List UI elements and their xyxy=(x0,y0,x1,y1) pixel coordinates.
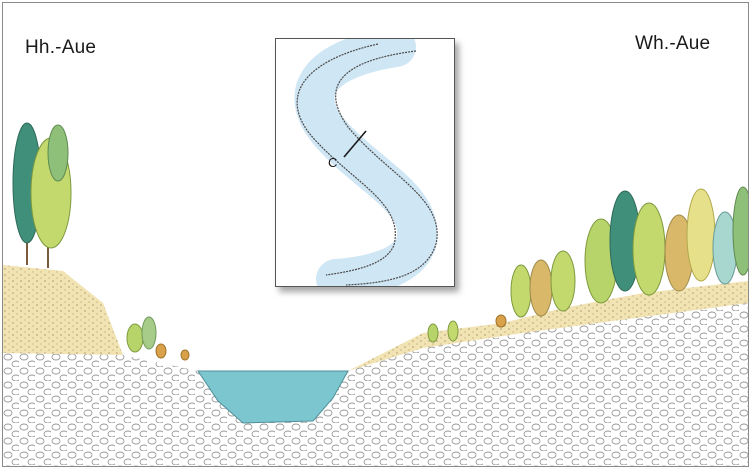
meander-inset: C xyxy=(275,38,455,287)
left-tree-group xyxy=(13,123,71,268)
right-floodplain-label: Wh.-Aue xyxy=(635,33,710,55)
bush-group-left xyxy=(127,317,189,360)
left-floodplain-label: Hh.-Aue xyxy=(25,37,96,59)
left-terrace-stipple xyxy=(3,265,123,355)
gravel-layer xyxy=(3,303,748,466)
inset-point-label: C xyxy=(328,155,337,170)
meander-sketch: C xyxy=(276,39,454,286)
